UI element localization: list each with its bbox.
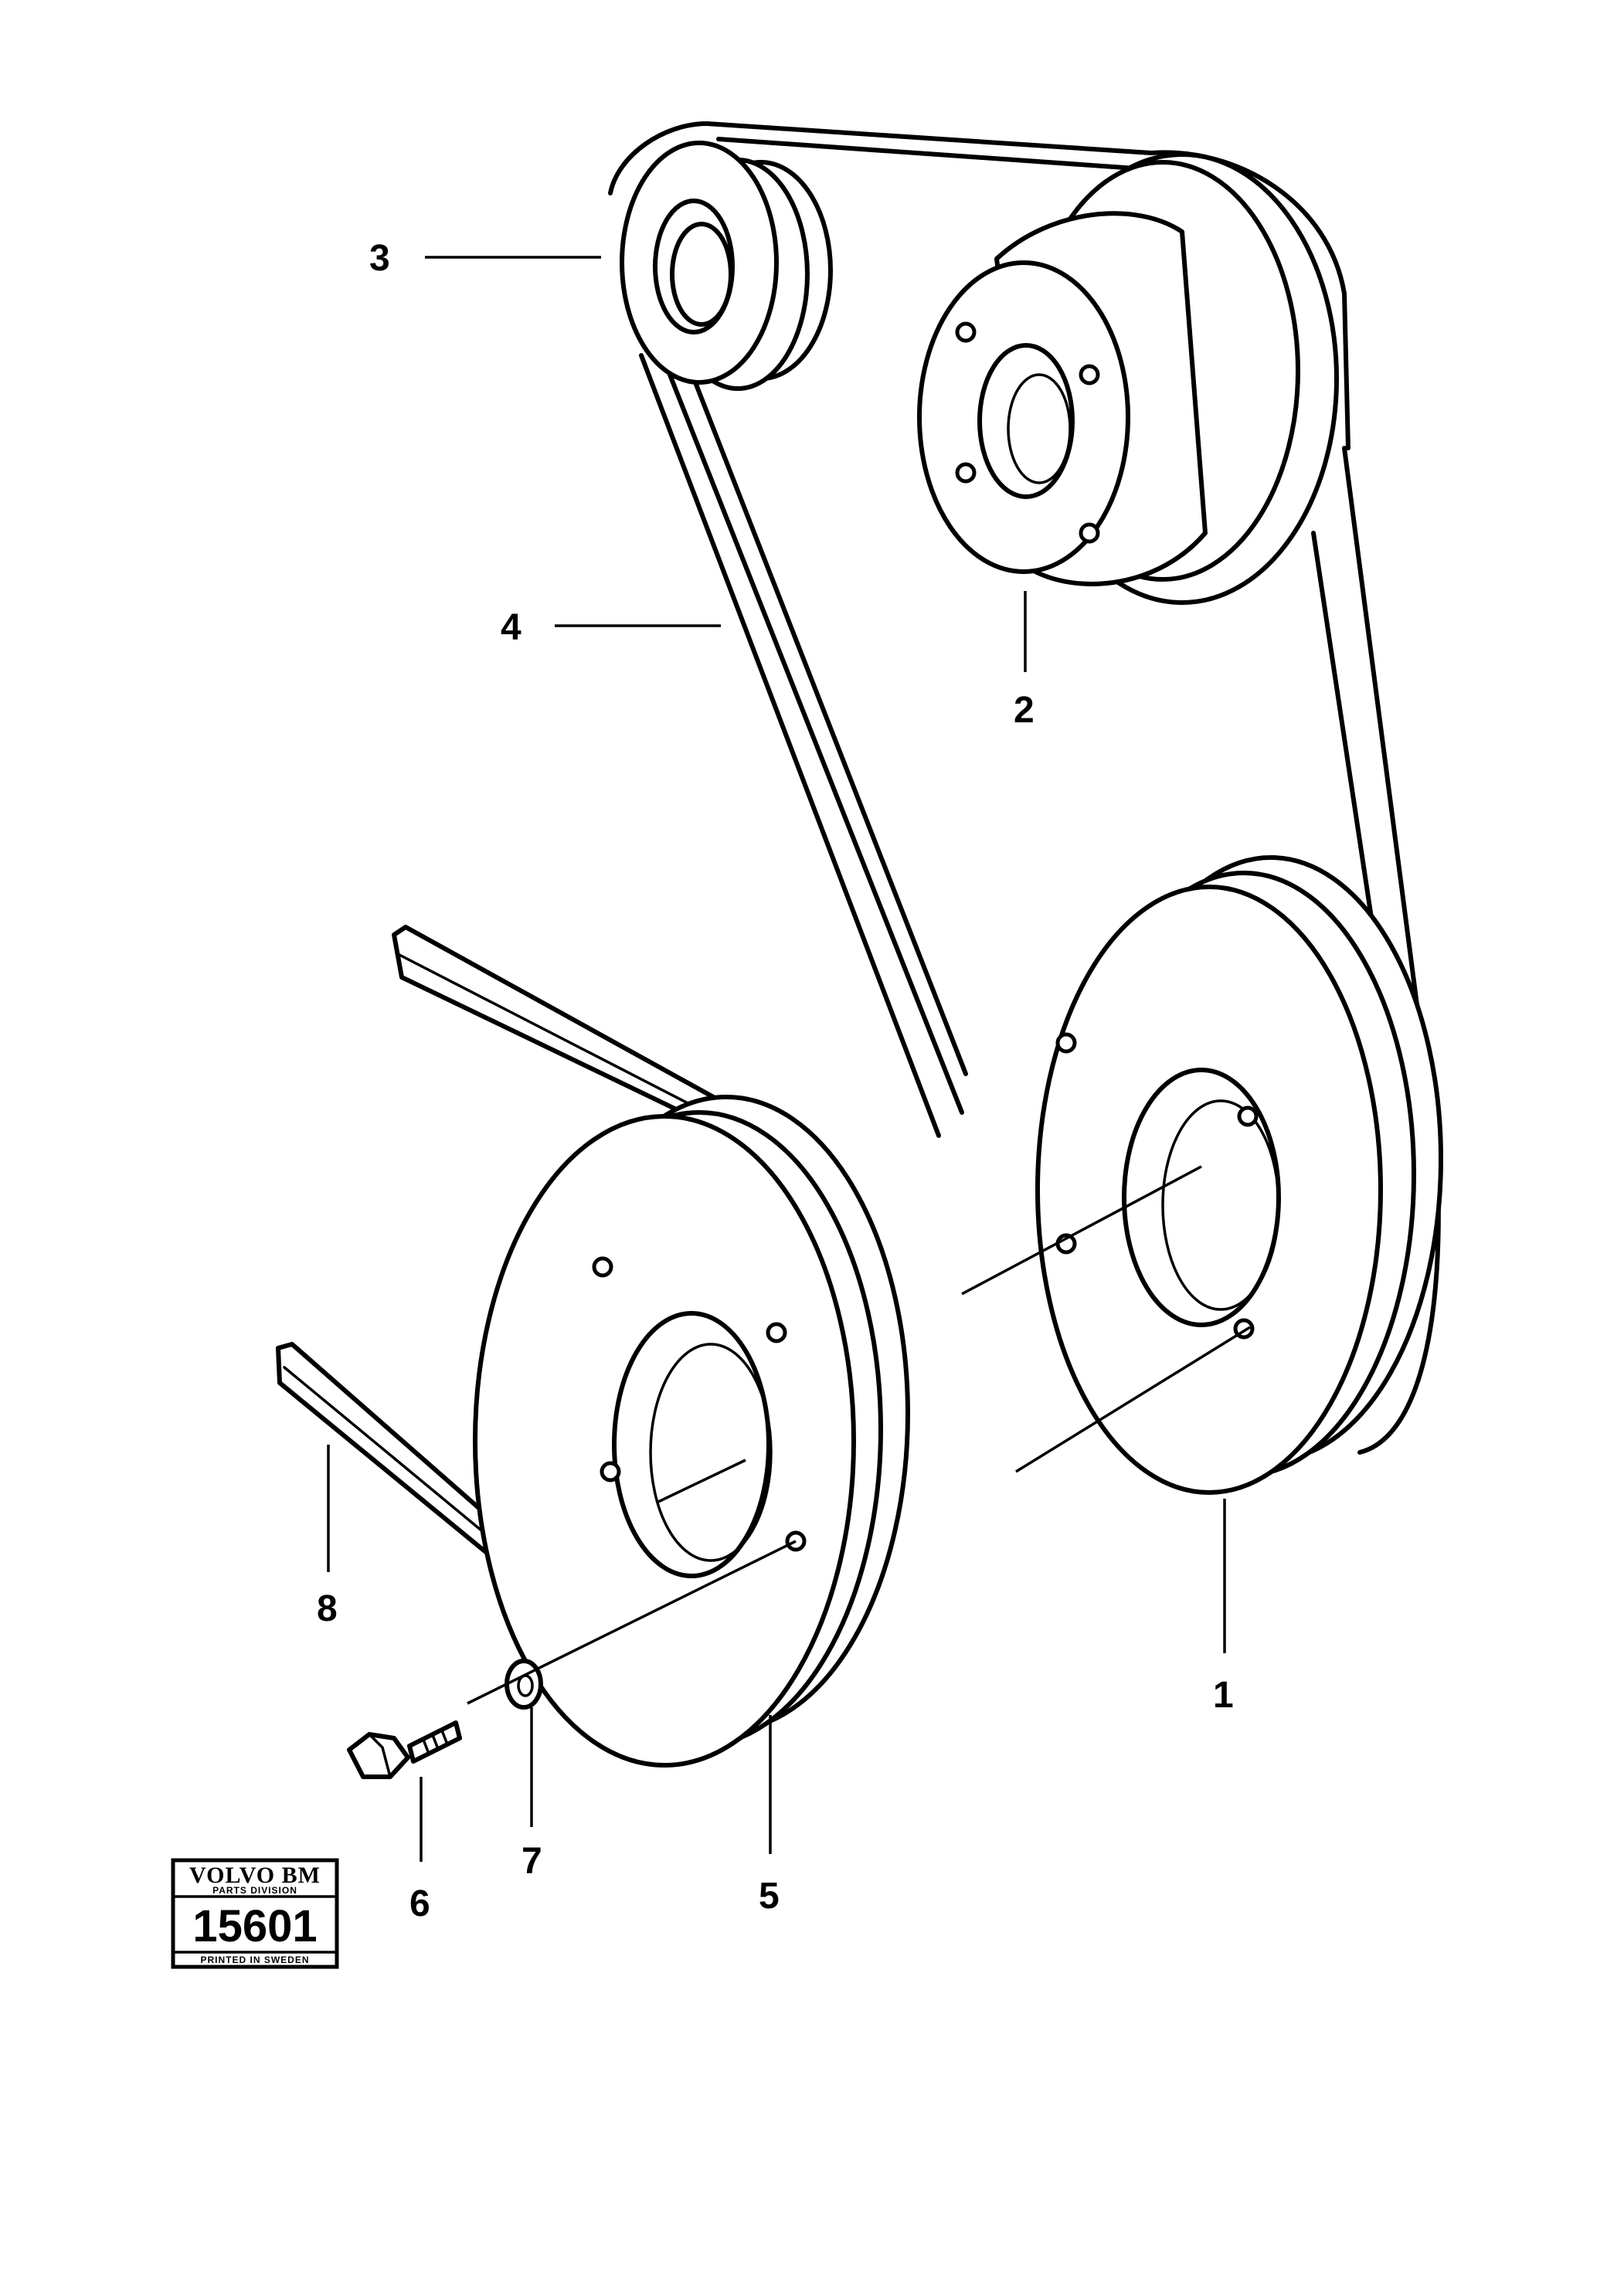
callout-7: 7 bbox=[522, 1841, 542, 1882]
callout-5: 5 bbox=[759, 1876, 780, 1917]
stamp-printed: PRINTED IN SWEDEN bbox=[200, 1954, 309, 1965]
bolt-part-6 bbox=[347, 1720, 462, 1779]
callout-8: 8 bbox=[317, 1588, 338, 1629]
pulley-part-3 bbox=[620, 141, 833, 391]
pulley-part-2 bbox=[917, 152, 1339, 605]
volvo-bm-stamp: VOLVO BM PARTS DIVISION 15601 PRINTED IN… bbox=[171, 1858, 339, 1969]
stamp-division: PARTS DIVISION bbox=[212, 1885, 297, 1896]
callout-labels: 3 4 2 1 5 8 7 6 bbox=[317, 238, 1234, 1924]
assembly-center-lines bbox=[467, 1165, 1251, 1705]
pulley-part-1 bbox=[1035, 855, 1443, 1495]
belt-part-4 bbox=[608, 121, 1441, 1455]
stamp-number: 15601 bbox=[192, 1901, 317, 1951]
callout-2: 2 bbox=[1014, 690, 1035, 731]
callout-3: 3 bbox=[369, 238, 390, 279]
leader-lines bbox=[327, 256, 1226, 1862]
pulley-part-5 bbox=[473, 1095, 910, 1768]
callout-4: 4 bbox=[501, 607, 522, 648]
callout-6: 6 bbox=[409, 1883, 430, 1924]
callout-1: 1 bbox=[1213, 1675, 1234, 1716]
stamp-brand: VOLVO BM bbox=[189, 1863, 321, 1888]
washer-part-7 bbox=[505, 1659, 543, 1710]
stamp-outer-frame bbox=[171, 1858, 339, 1969]
